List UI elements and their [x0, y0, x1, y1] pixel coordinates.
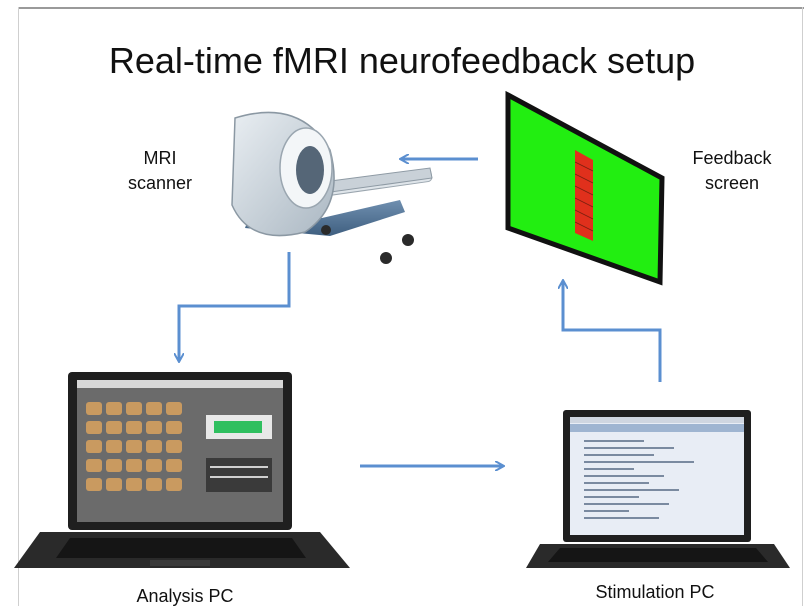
stimulation-pc-label: Stimulation PC [595, 582, 715, 602]
feedback-screen-label-line2: screen [704, 173, 760, 193]
diagram-title: Real-time fMRI neurofeedback setup [108, 40, 696, 81]
feedback-screen-image [505, 90, 665, 286]
flow-arrows [179, 159, 662, 466]
stimulation-pc-image [526, 410, 790, 568]
frame-left-border [18, 7, 19, 606]
mri-scanner-label-line1: MRI [143, 148, 177, 168]
frame-top-border [18, 7, 804, 9]
frame-right-border [802, 7, 803, 606]
mri-scanner-label: MRI scanner [120, 146, 200, 196]
arrow-stimulation-to-feedback [563, 282, 662, 382]
arrow-scanner-to-analysis [179, 252, 291, 360]
feedback-screen-label: Feedback screen [680, 146, 784, 196]
mri-scanner-image [231, 111, 433, 264]
analysis-pc-image [14, 372, 350, 568]
feedback-screen-label-line1: Feedback [692, 148, 772, 168]
mri-scanner-label-line2: scanner [127, 173, 193, 193]
analysis-pc-label: Analysis PC [136, 586, 234, 606]
